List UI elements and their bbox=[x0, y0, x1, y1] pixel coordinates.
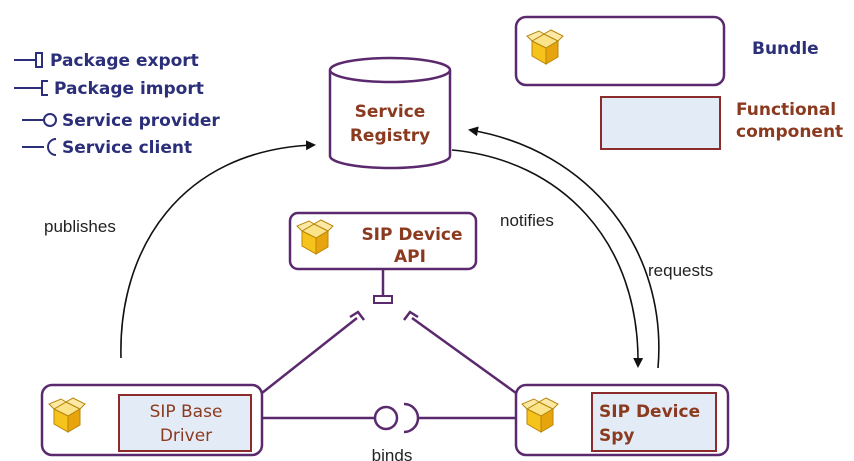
package-export-icon bbox=[14, 52, 43, 68]
notifies-label: notifies bbox=[500, 211, 554, 230]
sip-device-spy-component bbox=[591, 392, 717, 452]
sip-device-spy-bundle: SIP Device Spy bbox=[514, 383, 730, 457]
notifies-arrow bbox=[451, 149, 644, 368]
legend-package-import: Package import bbox=[54, 79, 204, 99]
driver-import-wire bbox=[261, 317, 358, 394]
sip-device-api-line2: API bbox=[394, 247, 426, 267]
sip-device-api-line1: SIP Device bbox=[361, 225, 462, 245]
driver-package-import-icon bbox=[349, 310, 365, 321]
legend-bundle: Bundle bbox=[752, 39, 819, 59]
legend: Package export Package import Service pr… bbox=[14, 51, 220, 158]
requests-label: requests bbox=[648, 261, 713, 280]
service-client-icon bbox=[22, 138, 57, 156]
publishes-label: publishes bbox=[44, 217, 116, 236]
api-package-export-icon bbox=[373, 269, 393, 304]
sip-base-driver-component bbox=[118, 394, 252, 452]
sip-base-driver-line1: SIP Base bbox=[150, 402, 223, 422]
legend-functional-line2: component bbox=[736, 122, 843, 142]
service-registry-node: Service Registry bbox=[328, 56, 452, 170]
service-registry-line1: Service bbox=[355, 102, 426, 122]
sip-device-spy-line2: Spy bbox=[599, 426, 635, 446]
publishes-arrow bbox=[120, 140, 316, 359]
service-binding bbox=[262, 402, 516, 434]
service-provider-icon bbox=[22, 113, 57, 127]
spy-import-wire bbox=[411, 316, 517, 395]
legend-package-export: Package export bbox=[50, 51, 199, 71]
legend-service-client: Service client bbox=[62, 138, 192, 158]
legend-functional-line1: Functional bbox=[736, 100, 836, 120]
requests-arrow bbox=[468, 126, 660, 369]
service-provider-icon bbox=[373, 405, 399, 431]
spy-package-import-icon bbox=[403, 310, 419, 321]
sip-device-spy-line1: SIP Device bbox=[599, 402, 700, 422]
sip-base-driver-line2: Driver bbox=[160, 426, 212, 446]
service-client-icon bbox=[403, 402, 420, 434]
binds-label: binds bbox=[372, 446, 413, 461]
legend-service-provider: Service provider bbox=[62, 111, 220, 131]
package-import-icon bbox=[14, 80, 48, 96]
legend-functional-box bbox=[600, 96, 721, 150]
sip-base-driver-bundle: SIP Base Driver bbox=[40, 383, 264, 457]
service-registry-line2: Registry bbox=[350, 126, 430, 146]
legend-bundle-box bbox=[514, 15, 726, 87]
sip-device-api-bundle: SIP Device API bbox=[288, 211, 478, 271]
